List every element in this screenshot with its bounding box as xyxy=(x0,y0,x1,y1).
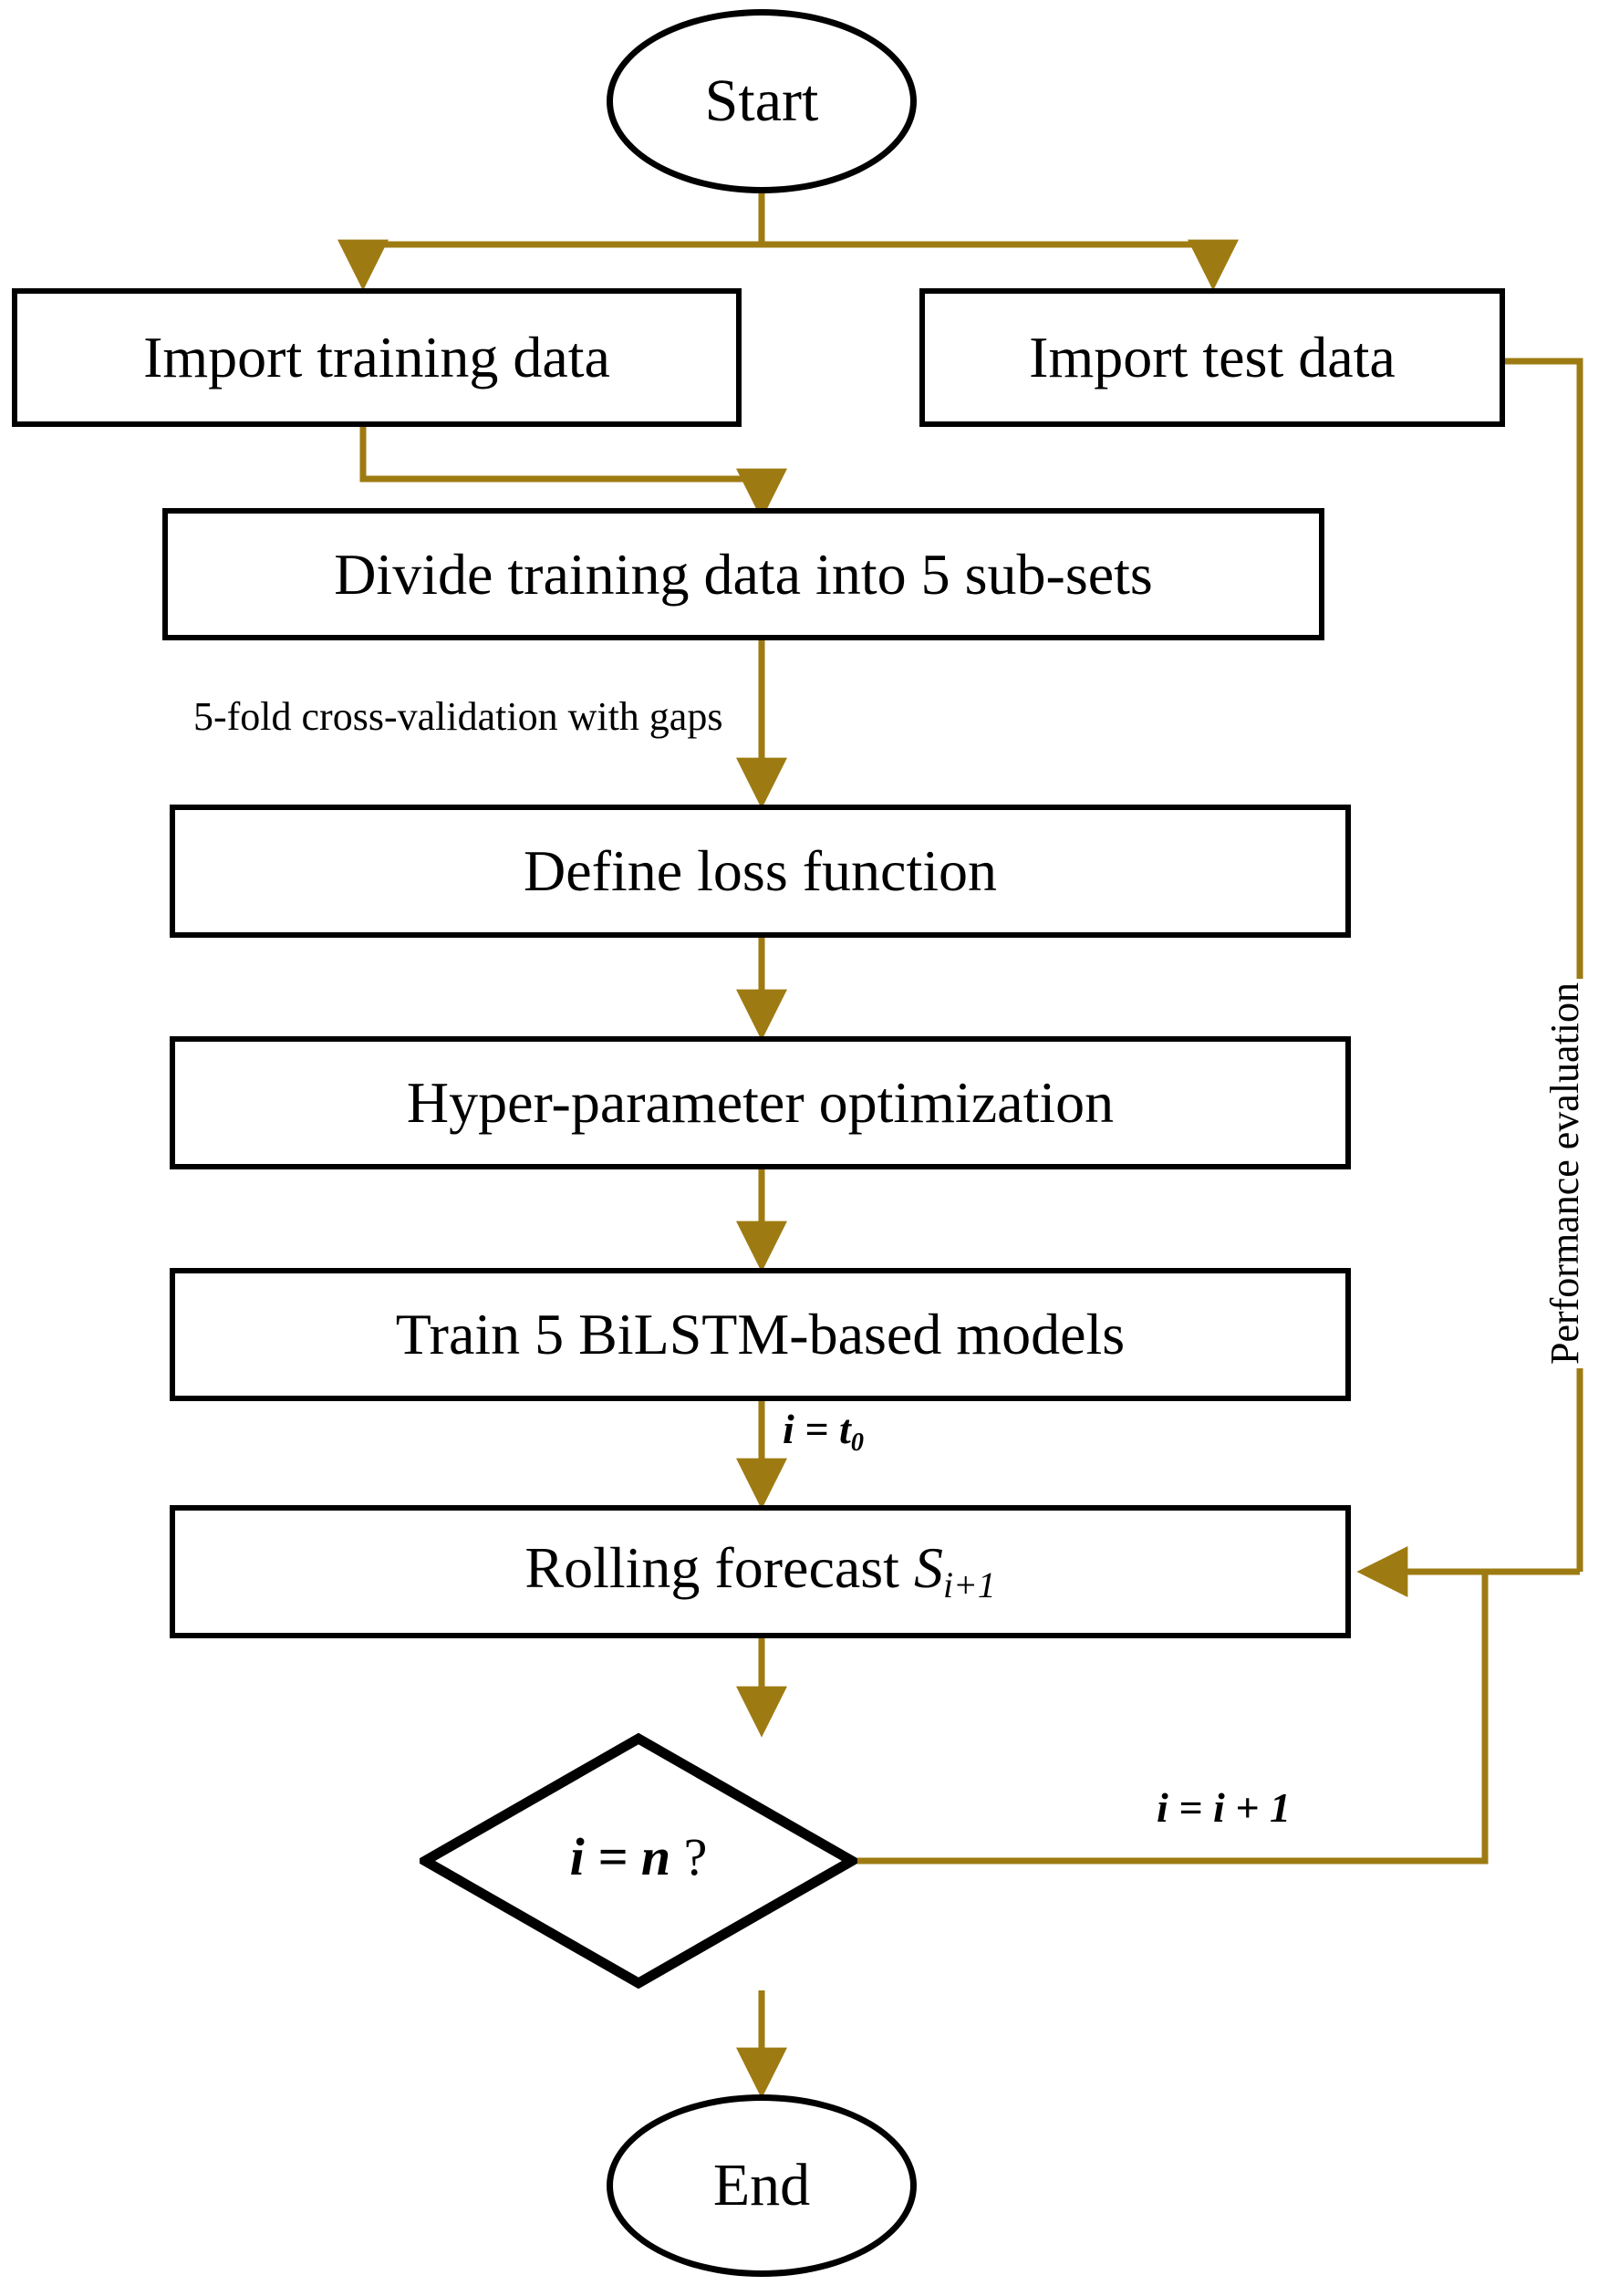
edge-label-cross-validation: 5-fold cross-validation with gaps xyxy=(188,693,729,740)
edge-label-performance-evaluation: Performance evaluation xyxy=(1542,978,1588,1368)
node-start-label: Start xyxy=(704,68,819,134)
node-rolling-forecast-subscript: i+1 xyxy=(942,1565,996,1606)
init-i-rhs-subscript: 0 xyxy=(850,1428,865,1457)
increment-op: = xyxy=(1168,1784,1213,1831)
node-define-loss-function[interactable]: Define loss function xyxy=(170,805,1351,938)
edge-label-performance-evaluation-text: Performance evaluation xyxy=(1542,982,1587,1365)
node-end[interactable]: End xyxy=(607,2094,917,2277)
node-train-bilstm-models[interactable]: Train 5 BiLSTM-based models xyxy=(170,1268,1351,1401)
node-hyper-parameter-optimization[interactable]: Hyper-parameter optimization xyxy=(170,1036,1351,1169)
init-i-lhs: i xyxy=(783,1406,794,1452)
node-import-test-data-label: Import test data xyxy=(1029,325,1396,390)
node-rolling-forecast-symbol: S xyxy=(913,1535,943,1601)
node-import-training-data-label: Import training data xyxy=(143,325,610,390)
node-end-label: End xyxy=(712,2152,811,2218)
node-start[interactable]: Start xyxy=(607,9,917,193)
node-hyper-parameter-optimization-label: Hyper-parameter optimization xyxy=(406,1070,1115,1135)
init-i-op: = xyxy=(794,1406,839,1452)
increment-lhs: i xyxy=(1157,1784,1168,1831)
node-import-training-data[interactable]: Import training data xyxy=(12,288,742,427)
node-import-test-data[interactable]: Import test data xyxy=(919,288,1505,427)
node-decision-label: i = n ? xyxy=(420,1826,857,1887)
decision-lhs: i xyxy=(569,1827,585,1886)
increment-plus: + 1 xyxy=(1224,1784,1291,1831)
edge-label-increment: i = i + 1 xyxy=(1151,1783,1296,1832)
node-rolling-forecast[interactable]: Rolling forecast Si+1 xyxy=(170,1505,1351,1638)
edge-increment-loop xyxy=(857,1572,1489,1865)
increment-rhs: i xyxy=(1213,1784,1225,1831)
node-rolling-forecast-prefix: Rolling forecast xyxy=(524,1535,914,1601)
node-divide-training-data[interactable]: Divide training data into 5 sub-sets xyxy=(162,508,1324,640)
decision-shape xyxy=(414,1732,863,1990)
decision-rhs: n xyxy=(640,1827,671,1886)
edge-label-cross-validation-text: 5-fold cross-validation with gaps xyxy=(193,694,723,739)
node-define-loss-function-label: Define loss function xyxy=(524,838,997,903)
node-rolling-forecast-label: Rolling forecast Si+1 xyxy=(524,1539,995,1605)
edge-performance-eval xyxy=(1505,358,1583,1572)
node-train-bilstm-models-label: Train 5 BiLSTM-based models xyxy=(395,1302,1126,1366)
node-divide-training-data-label: Divide training data into 5 sub-sets xyxy=(334,541,1153,607)
init-i-rhs-symbol: t xyxy=(839,1406,851,1452)
edge-import-training-to-divide xyxy=(359,427,787,520)
node-decision-i-equals-n[interactable]: i = n ? xyxy=(414,1732,863,1990)
decision-op: = xyxy=(584,1827,641,1886)
decision-suffix: ? xyxy=(670,1827,708,1886)
edge-label-init-i: i = t0 xyxy=(777,1405,870,1458)
